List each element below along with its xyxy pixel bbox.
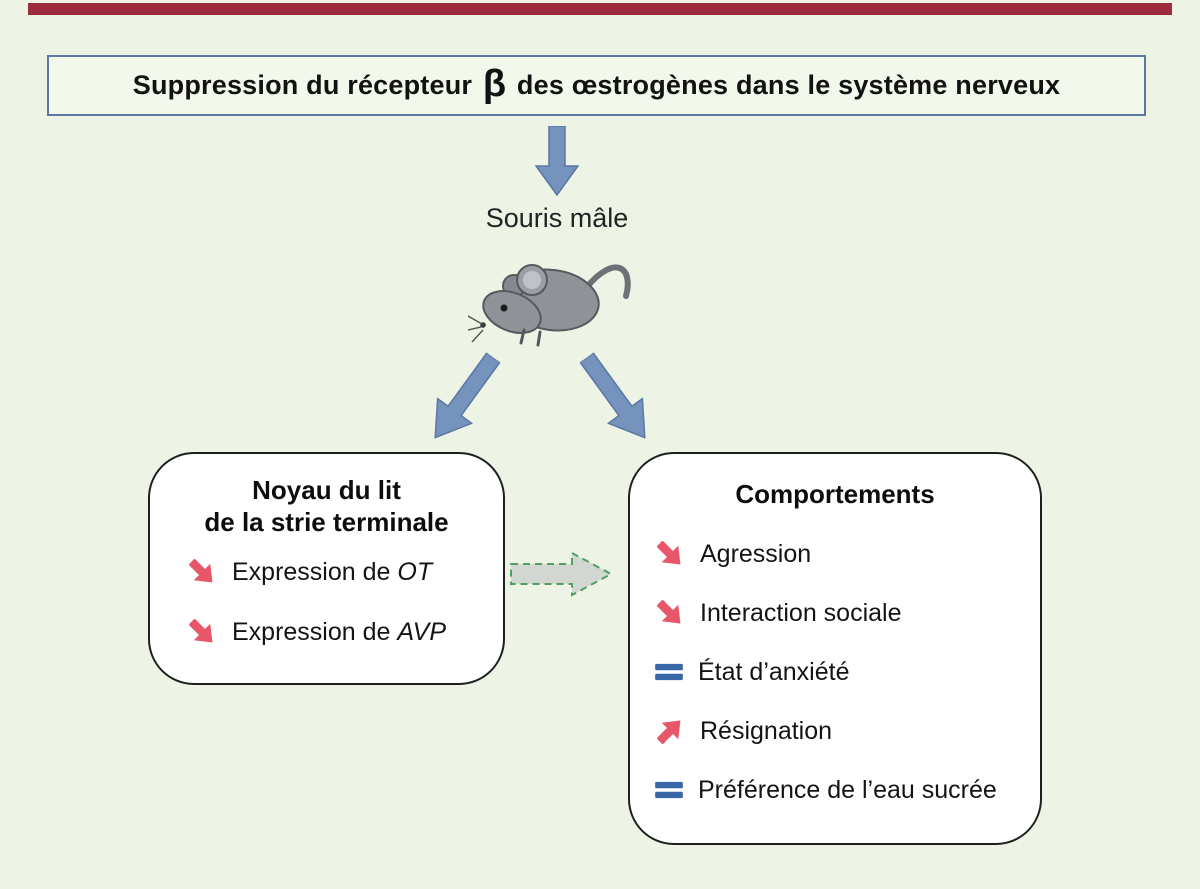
bnst-box: Noyau du lit de la strie terminale Expre… [148,452,505,685]
flow-arrow-down-right-icon [579,351,646,439]
bnst-title-line2: de la strie terminale [204,507,449,537]
title-text: Suppression du récepteur β des œstrogène… [132,65,1061,103]
dashed-link-arrow-icon [510,551,614,597]
behaviors-items: Agression Interaction sociale État d’anx… [630,534,1040,810]
bnst-title-line1: Noyau du lit [252,475,401,505]
equal-icon [655,781,683,799]
behavior-item-aggression: Agression [654,534,1040,574]
beta-symbol: β [482,63,507,105]
bnst-item-label: Expression de OT [232,558,432,587]
behaviors-box: Comportements Agression Interaction soci… [628,452,1042,845]
gene-name: AVP [397,617,447,646]
title-before-beta: Suppression du récepteur [132,70,480,100]
behavior-item-anxiety: État d’anxiété [654,652,1040,692]
bnst-item-label: Expression de AVP [232,618,446,647]
bnst-item-avp: Expression de AVP [186,612,503,652]
behavior-item-resignation: Résignation [654,711,1040,751]
mouse-label: Souris mâle [485,203,629,233]
behavior-label: Résignation [700,716,833,745]
item-prefix: Expression de [232,617,398,646]
flow-arrow-down-left-icon [434,351,501,439]
mouse-icon [468,264,631,347]
flow-arrow-down-icon [535,126,579,196]
decrease-arrow-icon [189,559,213,583]
behavior-label: État d’anxiété [698,657,850,686]
equal-icon [655,663,683,681]
behavior-label: Préférence de l’eau sucrée [698,775,997,804]
behavior-label: Agression [700,539,812,568]
increase-arrow-icon [657,720,681,744]
decrease-arrow-icon [189,619,213,643]
gene-name: OT [397,557,433,586]
decrease-arrow-icon [657,541,681,565]
behavior-item-sweet-water: Préférence de l’eau sucrée [654,770,1040,810]
bnst-box-title: Noyau du lit de la strie terminale [150,474,503,538]
behavior-label: Interaction sociale [700,598,902,627]
top-accent-bar [28,3,1172,15]
item-prefix: Expression de [232,557,398,586]
title-after-beta: des œstrogènes dans le système nerveux [509,70,1061,100]
bnst-items: Expression de OT Expression de AVP [150,552,503,652]
bnst-item-ot: Expression de OT [186,552,503,592]
behaviors-box-title: Comportements [735,479,935,509]
decrease-arrow-icon [657,600,681,624]
behavior-item-social-interaction: Interaction sociale [654,593,1040,633]
title-box: Suppression du récepteur β des œstrogène… [47,55,1146,116]
